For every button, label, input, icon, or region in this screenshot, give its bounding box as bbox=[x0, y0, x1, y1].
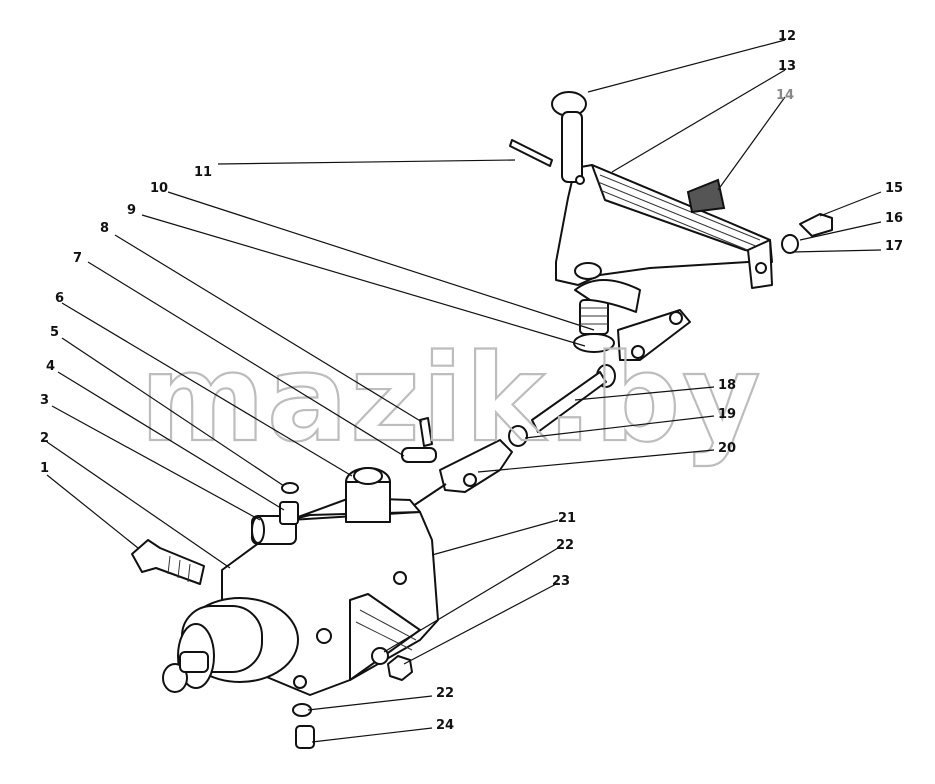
callout-21: 21 bbox=[558, 511, 576, 526]
spring-lever bbox=[573, 279, 641, 353]
nut-23 bbox=[387, 655, 413, 681]
callout-20: 20 bbox=[718, 441, 736, 456]
callout-23: 23 bbox=[552, 574, 570, 589]
callout-16: 16 bbox=[885, 211, 903, 226]
callout-5: 5 bbox=[50, 325, 59, 340]
screw-24 bbox=[295, 725, 315, 749]
callout-13: 13 bbox=[778, 59, 796, 74]
cotter-pin bbox=[509, 139, 553, 167]
leader-lines bbox=[46, 39, 882, 743]
callout-12: 12 bbox=[778, 29, 796, 44]
pedal-stop bbox=[686, 178, 726, 214]
callout-9: 9 bbox=[127, 203, 136, 218]
callout-17: 17 bbox=[885, 239, 903, 254]
callout-labels: 12 13 14 11 10 9 8 7 6 5 4 3 2 1 15 16 1… bbox=[40, 29, 903, 733]
pedal-pin bbox=[551, 91, 587, 185]
callout-18: 18 bbox=[718, 378, 736, 393]
bolt-15 bbox=[799, 213, 833, 237]
callout-3: 3 bbox=[40, 393, 49, 408]
callout-4: 4 bbox=[46, 359, 55, 374]
callout-24: 24 bbox=[436, 718, 454, 733]
callout-6: 6 bbox=[55, 291, 64, 306]
control-rod bbox=[409, 309, 691, 509]
pedal-bracket bbox=[555, 164, 773, 289]
callout-22-upper: 22 bbox=[556, 538, 574, 553]
callout-2: 2 bbox=[40, 431, 49, 446]
small-cotter bbox=[419, 417, 433, 447]
callout-7: 7 bbox=[73, 251, 82, 266]
washer-6 bbox=[281, 482, 299, 494]
callout-10: 10 bbox=[150, 181, 168, 196]
callout-14: 14 bbox=[776, 88, 794, 103]
callout-15: 15 bbox=[885, 181, 903, 196]
callout-19: 19 bbox=[718, 407, 736, 422]
washers-16-17 bbox=[781, 234, 799, 254]
cylinder-cap bbox=[162, 597, 299, 693]
bolt-1 bbox=[131, 539, 205, 585]
callout-11: 11 bbox=[194, 165, 212, 180]
callout-1: 1 bbox=[40, 461, 49, 476]
callout-22-lower: 22 bbox=[436, 686, 454, 701]
side-fitting bbox=[251, 501, 299, 545]
watermark-text: mazik.by bbox=[140, 330, 763, 469]
callout-8: 8 bbox=[100, 221, 109, 236]
